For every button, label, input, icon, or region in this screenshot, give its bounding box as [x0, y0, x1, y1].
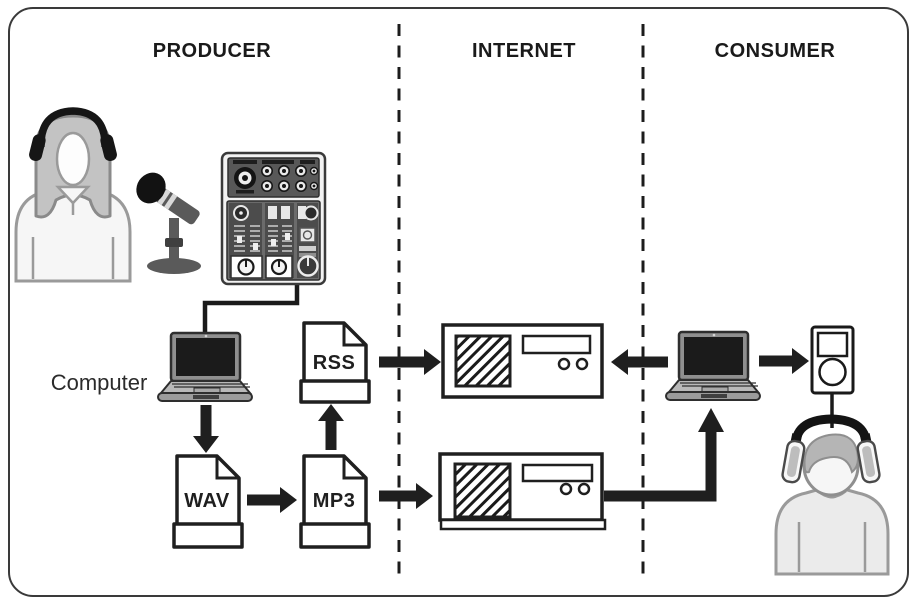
- consumer-person-icon: [774, 414, 890, 576]
- server-vent: [454, 334, 512, 388]
- mp3-player-clickwheel: [818, 357, 847, 387]
- arrow-mp3-to-media-server: [379, 483, 433, 509]
- wav-label: WAV: [184, 490, 230, 512]
- wav-file-icon: WAV: [172, 454, 244, 549]
- producer-laptop-icon: [157, 331, 253, 402]
- mp3-player-screen: [816, 331, 849, 358]
- mp3-file-icon: MP3: [299, 454, 371, 549]
- mp3-player-icon: [810, 325, 855, 395]
- producer-collar: [55, 185, 91, 205]
- mixer-rca-jacks: [260, 165, 319, 193]
- computer-label: Computer: [51, 370, 148, 395]
- section-title-consumer: CONSUMER: [715, 40, 836, 62]
- producer-face: [55, 131, 91, 187]
- cable-mixer-to-computer: [202, 280, 300, 334]
- server-vent: [453, 462, 512, 519]
- mixer-logo: [299, 227, 316, 243]
- server-led: [577, 482, 591, 496]
- microphone-icon: [136, 172, 201, 274]
- media-server-icon: [438, 452, 607, 531]
- arrow-wav-to-mp3: [247, 487, 297, 513]
- rss-file-icon: RSS: [299, 321, 371, 404]
- server-led: [557, 357, 571, 371]
- consumer-hair: [803, 433, 860, 474]
- server-drive-slot: [521, 334, 592, 355]
- arrow-consumer-laptop-to-web-server: [611, 349, 668, 375]
- server-led: [575, 357, 589, 371]
- arrow-mp3-to-rss: [318, 404, 344, 450]
- server-led: [559, 482, 573, 496]
- arrow-consumer-laptop-to-mp3-player: [759, 348, 809, 374]
- section-title-producer: PRODUCER: [153, 40, 272, 62]
- arrow-rss-to-web-server: [379, 349, 441, 375]
- arrow-computer-to-wav: [193, 405, 219, 453]
- audio-mixer-icon: [220, 151, 327, 286]
- consumer-laptop-icon: [665, 330, 761, 401]
- server-base: [439, 518, 607, 531]
- server-drive-slot: [521, 463, 594, 483]
- producer-headphones-icon: [29, 107, 117, 162]
- arrow-media-server-to-consumer-laptop: [604, 408, 724, 502]
- consumer-headphones-icon: [781, 414, 881, 484]
- web-server-icon: [441, 323, 604, 399]
- rss-label: RSS: [313, 352, 356, 374]
- producer-person-icon: [14, 107, 132, 283]
- mp3-label: MP3: [313, 490, 356, 512]
- section-title-internet: INTERNET: [472, 40, 576, 62]
